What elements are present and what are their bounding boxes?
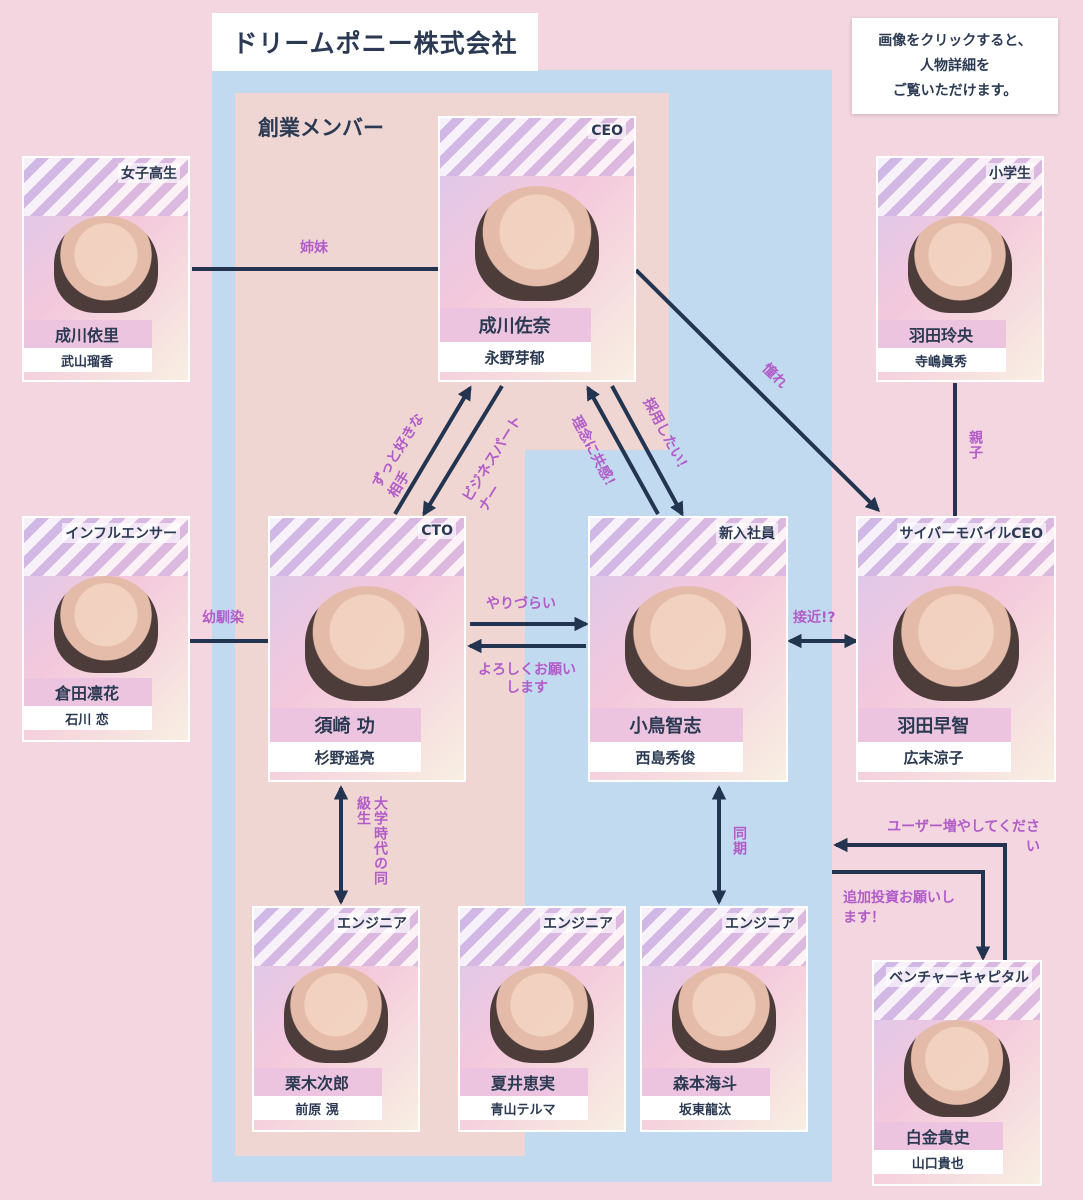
card-morimoto-kaito[interactable]: エンジニア 森本海斗 坂東龍汰: [640, 906, 808, 1132]
card-role: サイバーモバイルCEO: [896, 523, 1046, 543]
edge-always-liked: [393, 385, 472, 516]
label-childhood-friend: 幼馴染: [202, 610, 244, 626]
character-name: 栗木次郎: [254, 1068, 382, 1096]
card-kuriki-jiro[interactable]: エンジニア 栗木次郎 前原 滉: [252, 906, 420, 1132]
note-line: 人物詳細を: [919, 57, 990, 74]
label-college-classmates: 大学時代の同級生: [355, 796, 388, 886]
label-approach: 接近!?: [793, 610, 836, 626]
character-name: 成川佐奈: [440, 308, 592, 342]
portrait-photo[interactable]: [625, 586, 751, 702]
company-title: ドリームポニー株式会社: [212, 13, 538, 71]
edge-business-partner: [422, 384, 504, 517]
card-role: 小学生: [986, 163, 1034, 183]
portrait-photo[interactable]: [283, 965, 389, 1064]
card-natsui-emi[interactable]: エンジニア 夏井恵実 青山テルマ: [458, 906, 626, 1132]
click-hint-note: 画像をクリックすると、 人物詳細を ご覧いただけます。: [852, 18, 1058, 114]
character-name: 須崎 功: [270, 708, 422, 742]
character-name: 羽田早智: [858, 708, 1011, 742]
portrait-photo[interactable]: [893, 586, 1019, 702]
label-hard-to-work: やりづらい: [486, 596, 556, 612]
actor-name: 寺嶋眞秀: [878, 348, 1006, 372]
edge-admire: [634, 268, 881, 513]
character-name: 成川依里: [24, 320, 152, 348]
portrait-photo[interactable]: [489, 965, 595, 1064]
label-parent-child: 親子: [967, 430, 983, 460]
edge-more-investment: [832, 870, 991, 961]
character-name: 羽田玲央: [878, 320, 1006, 348]
label-more-investment: 追加投資お願いします！: [843, 890, 955, 926]
edge-shared-vision: [586, 385, 660, 515]
actor-name: 永野芽郁: [440, 342, 592, 372]
portrait-photo[interactable]: [53, 575, 159, 674]
card-role: CEO: [588, 123, 626, 139]
actor-name: 前原 滉: [254, 1096, 382, 1120]
portrait-photo[interactable]: [671, 965, 777, 1064]
character-name: 小鳥智志: [590, 708, 743, 742]
character-name: 森本海斗: [642, 1068, 770, 1096]
portrait-photo[interactable]: [903, 1019, 1011, 1118]
card-haneda-sachi[interactable]: サイバーモバイルCEO 羽田早智 広末涼子: [856, 516, 1056, 782]
card-role: インフルエンサー: [62, 523, 180, 543]
actor-name: 広末涼子: [858, 742, 1011, 772]
label-nice-to-meet: よろしくお願いします: [478, 662, 576, 696]
actor-name: 山口貴也: [874, 1150, 1004, 1174]
character-name: 白金貴史: [874, 1122, 1004, 1150]
card-kurata-rinka[interactable]: インフルエンサー 倉田凛花 石川 恋: [22, 516, 190, 742]
card-kotori-satoshi[interactable]: 新入社員 小鳥智志 西島秀俊: [588, 516, 788, 782]
label-sisters: 姉妹: [300, 240, 328, 256]
portrait-photo[interactable]: [474, 186, 600, 302]
portrait-photo[interactable]: [907, 215, 1013, 314]
card-role: CTO: [418, 523, 456, 539]
note-line: 画像をクリックすると、: [878, 32, 1032, 49]
actor-name: 武山瑠香: [24, 348, 152, 372]
actor-name: 坂東龍汰: [642, 1096, 770, 1120]
label-same-year: 同期: [731, 826, 747, 856]
actor-name: 西島秀俊: [590, 742, 743, 772]
card-role: 女子高生: [118, 163, 180, 183]
card-narikawa-sana[interactable]: CEO 成川佐奈 永野芽郁: [438, 116, 636, 382]
card-role: エンジニア: [540, 913, 616, 933]
character-name: 倉田凛花: [24, 678, 152, 706]
card-role: エンジニア: [722, 913, 798, 933]
card-suzaki-isao[interactable]: CTO 須崎 功 杉野遥亮: [268, 516, 466, 782]
edge-want-to-hire: [610, 385, 684, 517]
portrait-photo[interactable]: [53, 215, 159, 314]
actor-name: 杉野遥亮: [270, 742, 422, 772]
character-name: 夏井恵実: [460, 1068, 588, 1096]
edge-more-users: [833, 837, 1007, 960]
card-shirogane-takashi[interactable]: ベンチャーキャピタル 白金貴史 山口貴也: [872, 960, 1042, 1186]
card-haneda-reo[interactable]: 小学生 羽田玲央 寺嶋眞秀: [876, 156, 1044, 382]
card-role: ベンチャーキャピタル: [886, 967, 1032, 987]
portrait-photo[interactable]: [304, 586, 430, 702]
card-role: 新入社員: [716, 523, 778, 543]
actor-name: 青山テルマ: [460, 1096, 588, 1120]
label-more-users: ユーザー増やしてください: [887, 819, 1040, 855]
card-narikawa-yori[interactable]: 女子高生 成川依里 武山瑠香: [22, 156, 190, 382]
founders-label: 創業メンバー: [258, 116, 384, 140]
card-role: エンジニア: [334, 913, 410, 933]
note-line: ご覧いただけます。: [892, 82, 1018, 99]
actor-name: 石川 恋: [24, 706, 152, 730]
